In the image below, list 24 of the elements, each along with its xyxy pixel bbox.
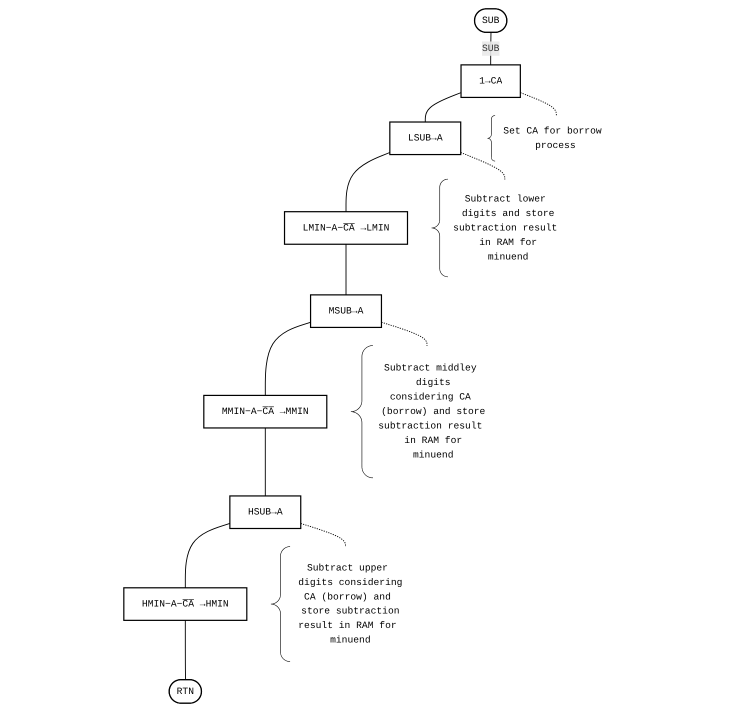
connector [460, 152, 506, 180]
connector [345, 152, 390, 212]
connector [380, 322, 428, 346]
connector [424, 92, 462, 122]
connector [345, 244, 346, 296]
connector [490, 32, 492, 66]
connector [264, 322, 311, 396]
node-text: Subtract upper digits considering CA (borrow) and store subtraction result in RAM for minuend [298, 562, 402, 646]
node-text: Set CA for borrow process [503, 126, 602, 151]
connector [184, 522, 230, 588]
connector [520, 92, 557, 116]
connector [300, 522, 346, 548]
node-text: Subtract lower digits and store subtraction result in RAM for minuend [452, 194, 558, 262]
connector [264, 428, 266, 496]
node-box: MSUB→A [310, 294, 382, 328]
node-text: Subtract middley digits considering CA (borrow) and store subtraction result in RAM for minuend [378, 362, 486, 461]
connector [184, 620, 186, 680]
node-box: 1→CA [460, 64, 521, 98]
node-box: LSUB→A [388, 121, 462, 156]
node-box: HSUB→A [228, 495, 302, 530]
node-label: SUB [482, 43, 500, 54]
node-box: LMIN−A−C̅A̅ →LMIN [284, 211, 408, 245]
node-box: HMIN−A−C̅A̅ →HMIN [122, 587, 248, 621]
node-box: MMIN−A−C̅A̅ →MMIN [202, 394, 328, 429]
